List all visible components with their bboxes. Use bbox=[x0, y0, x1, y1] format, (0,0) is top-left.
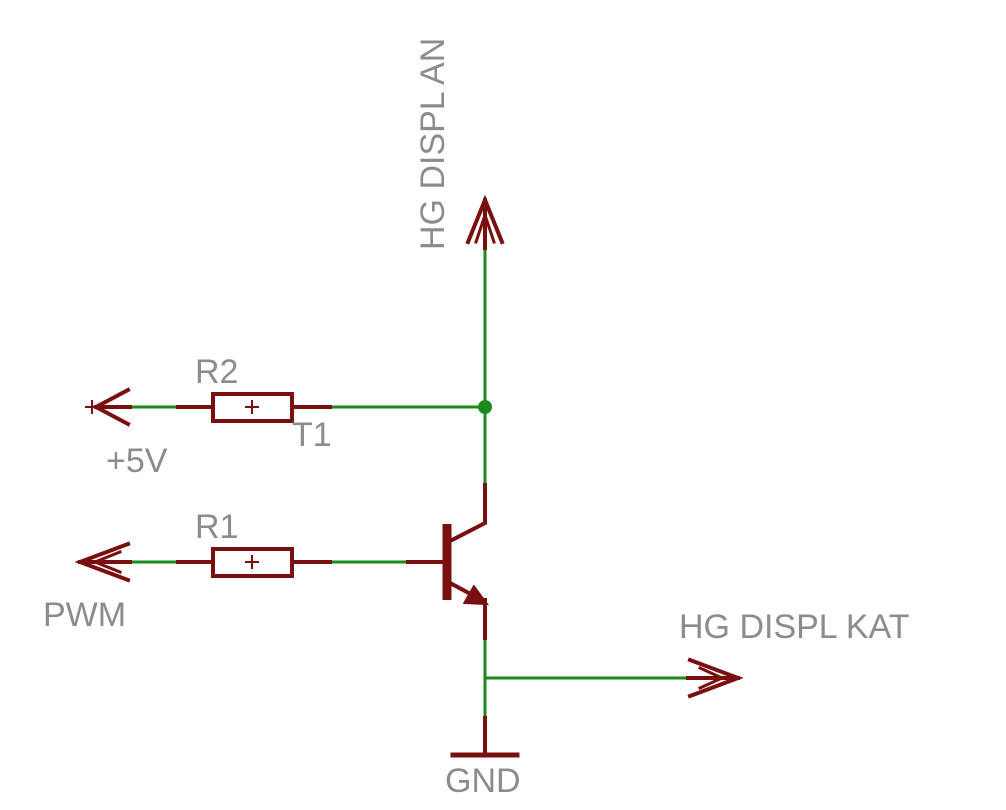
resistor-r1 bbox=[176, 547, 332, 578]
components bbox=[74, 194, 744, 758]
net-arrow-kat bbox=[686, 657, 744, 699]
label-plus5v: +5V bbox=[106, 442, 168, 480]
label-gnd: GND bbox=[445, 762, 521, 800]
net-arrow-an bbox=[465, 194, 505, 250]
junction-dot bbox=[478, 400, 492, 414]
label-t1: T1 bbox=[292, 416, 332, 454]
net-arrow-5v bbox=[85, 387, 132, 427]
label-hg-displ-an: HG DISPL AN bbox=[414, 38, 452, 250]
ground-symbol bbox=[450, 716, 520, 758]
transistor-t1 bbox=[406, 483, 490, 640]
label-r2: R2 bbox=[195, 353, 238, 391]
label-r1: R1 bbox=[195, 508, 238, 546]
labels: HG DISPL AN R2 T1 +5V R1 PWM HG DISPL KA… bbox=[43, 38, 910, 800]
label-pwm: PWM bbox=[43, 596, 126, 634]
resistor-r2 bbox=[176, 392, 332, 423]
label-hg-displ-kat: HG DISPL KAT bbox=[679, 608, 910, 646]
wires bbox=[130, 248, 688, 718]
net-arrow-pwm bbox=[74, 541, 132, 583]
emitter-arrow bbox=[462, 584, 490, 606]
